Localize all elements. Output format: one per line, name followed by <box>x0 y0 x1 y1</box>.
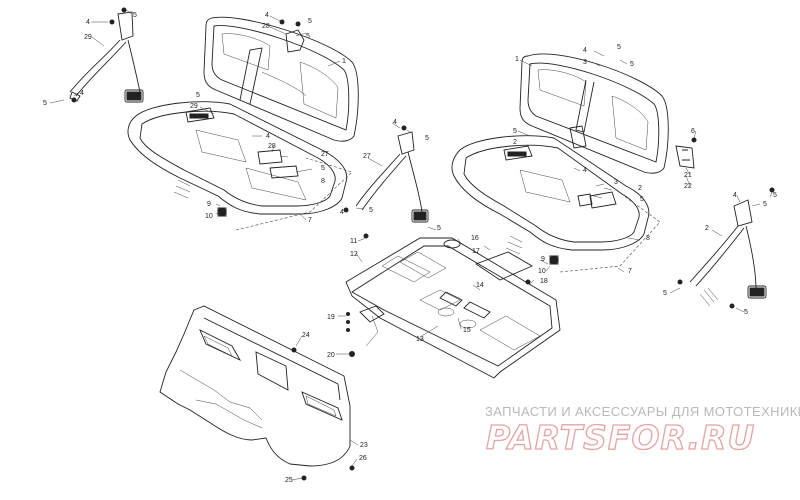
callout-label: 8 <box>321 178 325 185</box>
callout-label: 2 <box>705 225 709 232</box>
callout-label: 17 <box>472 248 480 255</box>
callout-label: 5 <box>617 44 621 51</box>
callout-label: 25 <box>285 477 293 484</box>
callout-label: 5 <box>773 192 777 199</box>
callout-label: 2 <box>513 139 517 146</box>
callout-label: 10 <box>538 268 546 275</box>
left-seat-belt-assembly <box>69 7 144 103</box>
callout-label: 11 <box>350 238 357 245</box>
left-seat-cushion <box>127 47 348 217</box>
left-group-bracket <box>235 157 353 231</box>
callout-label: 4 <box>86 19 90 26</box>
callout-label: 29 <box>84 34 92 41</box>
callout-label: 12 <box>350 251 358 258</box>
callout-label: 5 <box>437 225 441 232</box>
callout-label: 3 <box>583 59 587 66</box>
left-callout-symbol <box>173 179 191 199</box>
latch-assembly <box>346 305 385 357</box>
callout-label: 4 <box>265 12 269 19</box>
callout-label: 6 <box>691 128 695 135</box>
left-seat-backrest <box>203 16 359 142</box>
callout-label: 13 <box>416 336 424 343</box>
callout-label: 9 <box>541 256 545 263</box>
callout-label: 7 <box>308 217 312 224</box>
callout-label: 21 <box>684 172 692 179</box>
right-seat-cushion <box>451 135 650 265</box>
callout-label: 5 <box>425 135 429 142</box>
callout-label: 27 <box>321 151 329 158</box>
callout-label: 5 <box>744 309 748 316</box>
callout-label: 5 <box>321 165 325 172</box>
callout-label: 5 <box>196 92 200 99</box>
callout-label: 16 <box>471 235 479 242</box>
callout-label: 20 <box>327 352 335 359</box>
floor-pan-assembly <box>345 233 561 379</box>
callout-label: 10 <box>205 213 213 220</box>
callout-label: 5 <box>133 12 137 19</box>
callout-label: 1 <box>342 58 346 65</box>
callout-label: 3 <box>614 179 618 186</box>
callout-label: 18 <box>540 278 548 285</box>
watermark-logo: PARTSFOR.RU <box>485 417 756 457</box>
callout-label: 5 <box>308 18 312 25</box>
callout-label: 23 <box>360 442 368 449</box>
callout-label: 24 <box>302 332 310 339</box>
callout-label: 4 <box>583 167 587 174</box>
callout-label: 4 <box>733 192 737 199</box>
watermark-caption: ЗАПЧАСТИ И АКСЕССУАРЫ ДЛЯ МОТОТЕХНИКИ <box>485 404 800 419</box>
callout-label: 4 <box>340 209 344 216</box>
right-group-bracket <box>559 195 661 273</box>
callout-label: 5 <box>306 33 310 40</box>
callout-label: 5 <box>630 61 634 68</box>
callout-label: 27 <box>363 153 371 160</box>
callout-label: 29 <box>190 103 198 110</box>
callout-label: 26 <box>359 455 367 462</box>
leader-lines <box>49 9 773 481</box>
callout-label: 14 <box>476 282 484 289</box>
callout-label: 2 <box>638 185 642 192</box>
callout-label: 4 <box>583 47 587 54</box>
callout-label: 5 <box>369 207 373 214</box>
callout-label: 19 <box>327 314 335 321</box>
callout-labels: 4 5 29 5 4 4 28 5 1 5 29 4 5 28 27 5 8 9… <box>43 12 777 484</box>
callout-label: 15 <box>463 327 471 334</box>
callout-label: 5 <box>763 201 767 208</box>
callout-label: 28 <box>262 23 270 30</box>
callout-label: 9 <box>207 201 211 208</box>
callout-label: 5 <box>43 100 47 107</box>
callout-label: 5 <box>663 290 667 297</box>
callout-label: 4 <box>393 119 397 126</box>
right-seat-backrest <box>519 53 669 174</box>
callout-label: 28 <box>268 143 276 150</box>
callout-label: 4 <box>266 133 270 140</box>
right-seat-belt-assembly <box>677 187 775 309</box>
right-callout-symbol <box>505 235 523 255</box>
callout-label: 22 <box>684 183 692 190</box>
center-seat-belt-assembly <box>343 125 429 223</box>
rear-storage-tub <box>159 305 355 481</box>
callout-label: 1 <box>515 56 519 63</box>
callout-label: 5 <box>513 128 517 135</box>
callout-label: 4 <box>80 90 84 97</box>
callout-label: 5 <box>640 196 644 203</box>
callout-label: 8 <box>646 235 650 242</box>
mounting-bracket <box>675 137 697 169</box>
callout-label: 7 <box>628 268 632 275</box>
